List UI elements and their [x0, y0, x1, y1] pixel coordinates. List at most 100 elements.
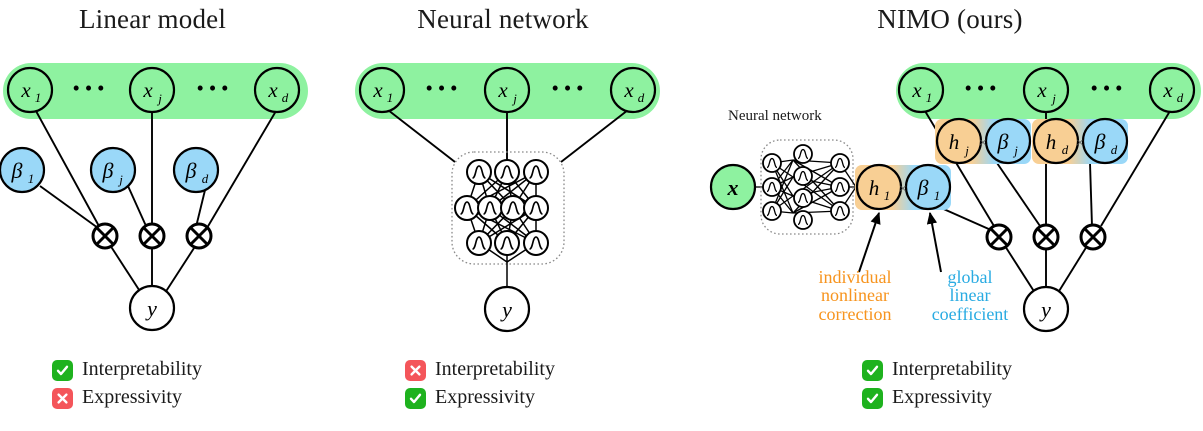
- input-node-x1-linear: [6, 66, 54, 114]
- input-node-xd-linear: [253, 66, 301, 114]
- nimo-input-node-x: [709, 163, 757, 211]
- ellipsis-1-linear: •••: [72, 76, 109, 100]
- legend-linear-model: Interpretability Expressivity: [52, 356, 202, 412]
- legend-nimo: Interpretability Expressivity: [862, 356, 1012, 412]
- check-icon: [862, 387, 883, 409]
- label-x1-linear: x: [20, 78, 31, 102]
- nn-units: [454, 159, 549, 256]
- nimo-nn-box-outline: [760, 139, 854, 235]
- ellipsis-1-nimo: •••: [964, 76, 1001, 100]
- label-xd-nimo: x: [1162, 78, 1173, 102]
- output-node-y-nimo: [1022, 285, 1070, 333]
- label-beta1-sub-nimo: 1: [934, 188, 941, 203]
- legend-label-interpretability: Interpretability: [892, 358, 1012, 380]
- label-hj-sub-nimo: j: [963, 143, 969, 158]
- label-hj-nimo: h: [949, 130, 960, 154]
- label-y-linear: y: [145, 296, 157, 321]
- ellipsis-2-nn: •••: [551, 76, 588, 100]
- label-x1-sub-nn: 1: [387, 90, 394, 105]
- legend-label-interpretability: Interpretability: [82, 358, 202, 380]
- coefficient-node-betaj-linear: [89, 146, 137, 194]
- cross-icon: [405, 359, 426, 381]
- legend-row-expressivity: Expressivity: [862, 384, 1012, 412]
- label-betaj-sub-nimo: j: [1012, 143, 1018, 158]
- label-betaj-linear: β: [102, 158, 114, 183]
- label-betad-linear: β: [185, 158, 197, 183]
- legend-label-interpretability: Interpretability: [435, 358, 555, 380]
- panel-title-neural-network: Neural network: [417, 4, 589, 34]
- label-times-2-nimo: ×: [979, 136, 987, 151]
- check-icon: [862, 359, 883, 381]
- label-betaj-nimo: β: [997, 129, 1009, 154]
- nn-edges-internal: [466, 171, 537, 288]
- label-y-nn: y: [500, 297, 512, 322]
- panel-linear-model: [0, 63, 308, 332]
- capsule-hj-betaj: [935, 117, 1032, 165]
- label-betad-sub-linear: d: [202, 171, 209, 186]
- label-x1-nn: x: [372, 78, 383, 102]
- ellipsis-2-linear: •••: [196, 76, 233, 100]
- input-node-xj-nimo: [1022, 66, 1070, 114]
- label-h1-sub-nimo: 1: [884, 188, 891, 203]
- legend-label-expressivity: Expressivity: [892, 386, 992, 408]
- label-beta1-nimo: β: [917, 175, 929, 200]
- output-node-y-nn: [483, 285, 531, 333]
- panel-title-linear-model: Linear model: [78, 4, 227, 34]
- panel-nimo: [709, 63, 1201, 333]
- legend-neural-network: Interpretability Expressivity: [405, 356, 555, 412]
- legend-row-expressivity: Expressivity: [405, 384, 555, 412]
- label-y-nimo: y: [1039, 297, 1051, 322]
- multiply-node-2-linear: [138, 222, 166, 250]
- multiply-node-3-nimo: [1079, 223, 1107, 251]
- capsule-h1-beta1: [855, 163, 952, 211]
- coefficient-node-betad-linear: [172, 146, 220, 194]
- legend-row-interpretability: Interpretability: [862, 356, 1012, 384]
- label-times-1-nimo: ×: [899, 182, 907, 197]
- input-node-xj-linear: [128, 66, 176, 114]
- multiply-node-2-nimo: [1032, 223, 1060, 251]
- label-hd-sub-nimo: d: [1062, 142, 1069, 157]
- input-node-xj-nn: [483, 66, 531, 114]
- label-xd-sub-nn: d: [638, 90, 645, 105]
- edges-linear: [35, 110, 277, 297]
- panel-title-nimo: NIMO (ours): [877, 4, 1023, 34]
- output-node-y-linear: [128, 284, 176, 332]
- beta-annotation-arrow: [926, 211, 942, 273]
- cross-icon: [52, 387, 73, 409]
- label-xd-sub-nimo: d: [1177, 90, 1184, 105]
- check-icon: [405, 387, 426, 409]
- h-annotation-text: individual nonlinear correction: [818, 267, 892, 324]
- label-hd-nimo: h: [1046, 130, 1057, 154]
- ellipsis-1-nn: •••: [425, 76, 462, 100]
- multiply-node-3-linear: [185, 222, 213, 250]
- capsule-hd-betad: [1032, 117, 1129, 165]
- input-node-x1-nimo: [897, 66, 945, 114]
- label-x-nimo: x: [727, 175, 739, 200]
- label-x1-sub-linear: 1: [35, 90, 42, 105]
- legend-row-interpretability: Interpretability: [52, 356, 202, 384]
- legend-label-expressivity: Expressivity: [435, 386, 535, 408]
- legend-row-interpretability: Interpretability: [405, 356, 555, 384]
- nn-box-outline: [451, 151, 565, 265]
- input-node-xd-nimo: [1148, 66, 1196, 114]
- multiply-node-1-linear: [91, 222, 119, 250]
- label-beta1-sub-linear: 1: [28, 171, 35, 186]
- label-betad-nimo: β: [1094, 129, 1106, 154]
- label-xj-sub-nimo: j: [1050, 91, 1056, 106]
- coefficient-node-beta1-linear: [0, 146, 46, 194]
- multiply-node-1-nimo: [985, 223, 1013, 251]
- label-xj-sub-linear: j: [156, 91, 162, 106]
- label-betaj-sub-linear: j: [117, 172, 123, 187]
- label-x1-nimo: x: [911, 78, 922, 102]
- input-node-x1-nn: [358, 66, 406, 114]
- label-xd-nn: x: [623, 78, 634, 102]
- label-beta1-linear: β: [11, 158, 23, 183]
- label-h1-nimo: h: [869, 176, 880, 200]
- beta-annotation-text: global linear coefficient: [931, 267, 1009, 324]
- label-xj-nn: x: [497, 78, 508, 102]
- nimo-nn-caption: Neural network: [728, 108, 822, 124]
- label-xj-linear: x: [142, 78, 153, 102]
- panel-neural-network: [355, 63, 660, 333]
